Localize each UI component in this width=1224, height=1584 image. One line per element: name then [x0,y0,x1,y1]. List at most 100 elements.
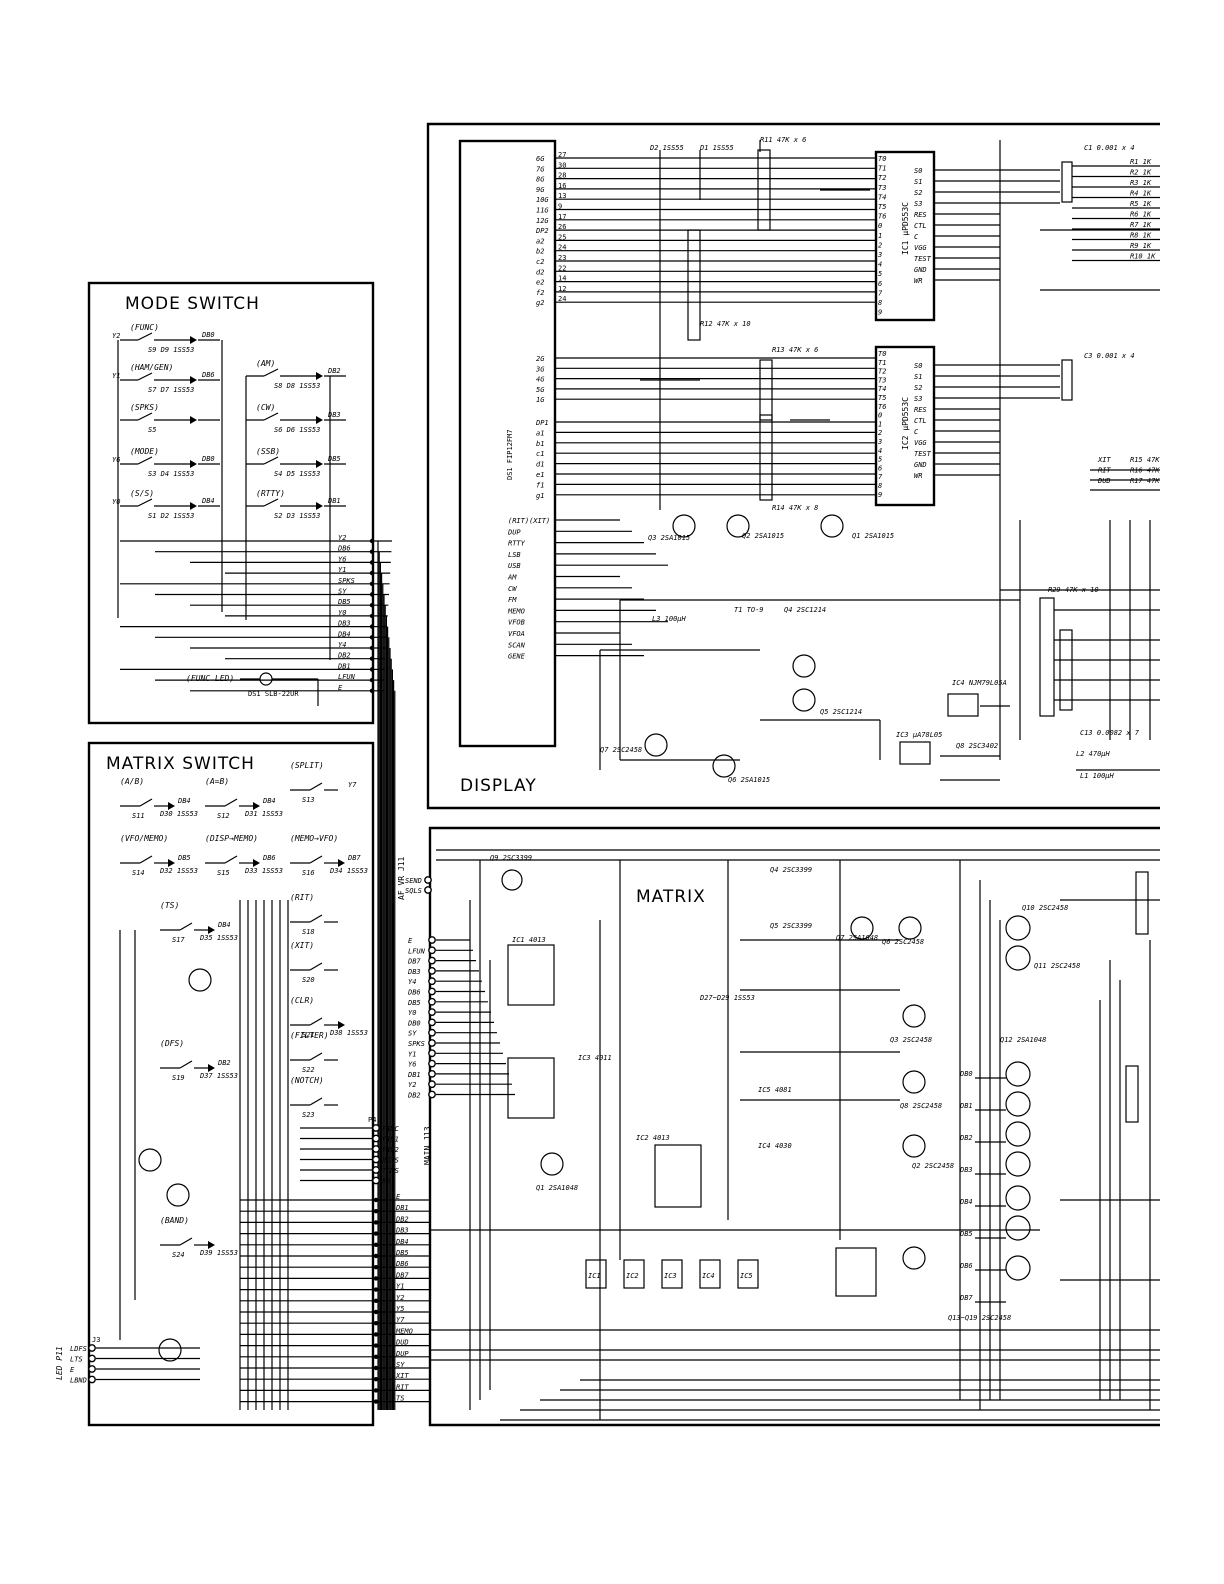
misc-label: R15 47K [1130,456,1160,464]
bus-label: DB7 [395,1271,409,1279]
matrix-switch-label: (TS) [160,901,179,910]
ic-pin-right: TEST [914,255,932,263]
misc-label: R16 47K [1130,467,1160,475]
component-label: Q1 2SA1015 [852,532,894,540]
pin [372,1176,380,1185]
db-label: DB0 [201,455,215,463]
ic-name: IC3 [664,1272,677,1280]
bus-label: DUP [395,1350,409,1358]
bus-label: Y1 [396,1283,404,1291]
switch-part: S5 [148,426,156,434]
ic-pin-right: S0 [914,362,922,370]
pin [428,1049,436,1058]
db-label: Y7 [348,781,357,789]
bus-node [373,1365,379,1371]
mode-switch-frame [87,281,375,725]
j3-pin-label: LBND [70,1377,87,1385]
matrix-switch-label: (NOTCH) [290,1076,324,1085]
ic-pin-left: T2 [878,368,886,376]
db-label: DB1 [959,1102,973,1110]
vfd-pin: b1 [536,440,544,448]
ic-pin-left: T6 [878,403,886,411]
j1-pin-label: DB5 [407,999,421,1007]
component-label: Q5 2SC1214 [820,708,862,716]
pin-number: 14 [558,275,566,283]
vfd-pin: 6G [536,155,545,163]
bus-label: DB6 [395,1260,409,1268]
ic2a-flipflop [654,1144,702,1208]
component-label: R13 47K x 6 [772,346,818,354]
pin-number: 26 [558,223,566,231]
ic-pin-left: 5 [878,270,882,278]
pin-number: 13 [558,192,566,200]
resistor-label: R2 1K [1130,169,1152,177]
mode-switch-label: (HAM/GEN) [130,363,173,372]
switch-part: S4 D5 1SS53 [274,470,320,478]
vfd-pin: AM [507,574,517,582]
diode-icon [316,372,323,380]
diode-icon [208,1064,215,1072]
ic-pin-right: S2 [914,384,922,392]
bus-label: Y6 [338,555,346,563]
resistor-label: R6 1K [1130,211,1152,219]
component-label: IC3 4011 [578,1054,612,1062]
bus-label: RIT [396,1383,409,1391]
matrix-switch-label: (VFO/MEMO) [120,834,168,843]
ic2-flipflop-b [835,1247,877,1297]
component-label: IC3 μA78L05 [896,731,942,739]
j3-pin-label: LTS [70,1356,83,1364]
j13-pin-label: TONS [382,1167,399,1175]
component-label: Q8 2SC3402 [956,742,998,750]
component-label: D2 1SS55 [649,144,684,152]
bus-node [373,1209,379,1214]
diode-icon [208,926,215,934]
af-vr-label: AF VR J11 [397,856,406,900]
db-label: DB4 [217,921,231,929]
ds1-vfd [458,139,557,748]
vfd-pin: d1 [536,461,544,469]
matrix-switch-label: (A=B) [205,777,229,786]
ic-pin-left: T1 [878,359,886,367]
matrix-switch-frame [87,741,375,1427]
ic1a-flipflop [507,1057,555,1119]
vfd-pin: USB [508,562,521,570]
y-label: Y6 [112,456,120,464]
bus-label: MEMO [395,1327,413,1335]
bus-node [373,1265,379,1270]
r29-array [1039,597,1055,717]
j1-pin-label: LFUN [408,947,426,955]
vfd-pin: 5G [536,386,545,394]
vfd-pin: VFOA [508,630,525,638]
component-label: Q7 2SA1048 [836,934,878,942]
vfd-pin: 12G [536,217,549,225]
diode-icon [190,376,197,384]
matrix-transistors [138,968,212,1362]
r11-array [757,149,771,231]
bus-label: DB6 [337,545,351,553]
bus-node [373,1343,379,1348]
j1-pin-label: Y6 [408,1061,416,1069]
pin-number: 24 [558,295,566,303]
p2-pin-label: SEND [405,877,422,885]
j13-pin-label: NOTS [381,1157,399,1165]
switch-id: S13 [302,796,315,804]
ic-pin-left: 4 [878,261,882,269]
db-label: DB4 [959,1198,973,1206]
component-label: C1 0.001 x 4 [1084,144,1135,152]
diode-icon [190,416,197,424]
db-label: DB3 [959,1166,973,1174]
misc-label: RIT [1098,467,1111,475]
ic-name: IC2 [626,1272,639,1280]
ic2-label: IC2 μPD553C [901,397,910,450]
func-led-part: DS1 SLB-22UR [248,690,299,698]
ic4-regulator [947,693,979,717]
pin [428,946,436,955]
bus-node [373,1253,379,1259]
